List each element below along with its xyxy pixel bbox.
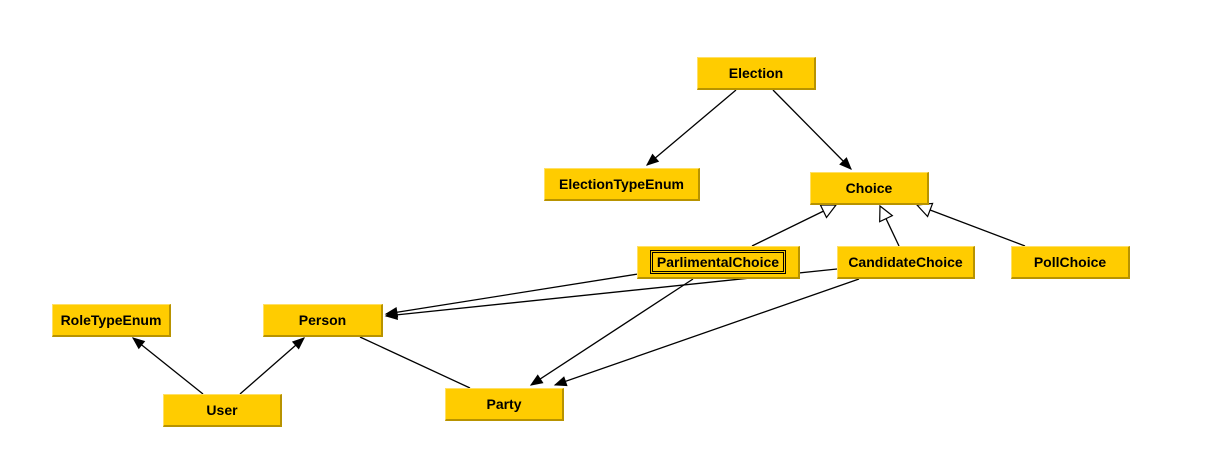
edge-line (385, 273, 639, 315)
node-election-type-enum[interactable]: ElectionTypeEnum (544, 168, 700, 201)
edge-election-to-choice[interactable] (772, 89, 852, 170)
edge-line (132, 337, 204, 395)
edge-line (239, 337, 305, 395)
edge-line (554, 278, 860, 386)
node-poll-choice-label: PollChoice (1033, 254, 1107, 270)
inheritance-triangle (915, 202, 934, 218)
edge-candidate-choice-to-choice[interactable] (879, 204, 900, 247)
edge-line (530, 278, 694, 386)
edge-parlimental-choice-to-choice[interactable] (751, 204, 838, 247)
edge-user-to-person[interactable] (239, 337, 305, 395)
edge-parlimental-choice-to-person[interactable] (384, 273, 639, 318)
edge-parlimental-choice-to-party[interactable] (529, 278, 694, 386)
edge-line (885, 218, 900, 247)
arrowhead (384, 309, 398, 321)
arrowhead (529, 374, 544, 386)
edge-election-to-election-type-enum[interactable] (645, 89, 737, 166)
node-role-type-enum-label: RoleTypeEnum (60, 312, 162, 328)
arrowhead (645, 153, 660, 166)
arrowhead (839, 157, 852, 170)
edge-line (646, 89, 737, 166)
node-person[interactable]: Person (263, 304, 383, 337)
node-party-label: Party (486, 396, 522, 412)
node-election-type-enum-label: ElectionTypeEnum (559, 176, 684, 192)
node-user[interactable]: User (163, 394, 282, 427)
arrowhead (291, 337, 305, 350)
node-candidate-choice-label: CandidateChoice (848, 254, 963, 270)
node-election-label: Election (728, 65, 784, 81)
edge-candidate-choice-to-party[interactable] (553, 278, 860, 387)
node-person-label: Person (298, 312, 347, 328)
node-choice[interactable]: Choice (810, 172, 929, 205)
arrowhead (131, 337, 146, 350)
edge-line (359, 336, 471, 389)
edge-line (772, 89, 852, 170)
node-party[interactable]: Party (445, 388, 564, 421)
node-parlimental-choice[interactable]: ParlimentalChoice (637, 246, 800, 279)
edge-poll-choice-to-choice[interactable] (915, 202, 1026, 247)
arrowhead (553, 376, 568, 387)
node-choice-label: Choice (845, 180, 893, 196)
edge-line (929, 209, 1026, 247)
node-election[interactable]: Election (697, 57, 816, 90)
edge-person-to-party[interactable] (359, 336, 471, 389)
edge-line (751, 210, 824, 247)
node-parlimental-choice-label: ParlimentalChoice (649, 250, 787, 274)
node-user-label: User (206, 402, 238, 418)
node-poll-choice[interactable]: PollChoice (1011, 246, 1130, 279)
node-candidate-choice[interactable]: CandidateChoice (837, 246, 975, 279)
edge-user-to-role-type-enum[interactable] (131, 337, 204, 395)
inheritance-triangle (879, 204, 894, 223)
node-role-type-enum[interactable]: RoleTypeEnum (52, 304, 171, 337)
